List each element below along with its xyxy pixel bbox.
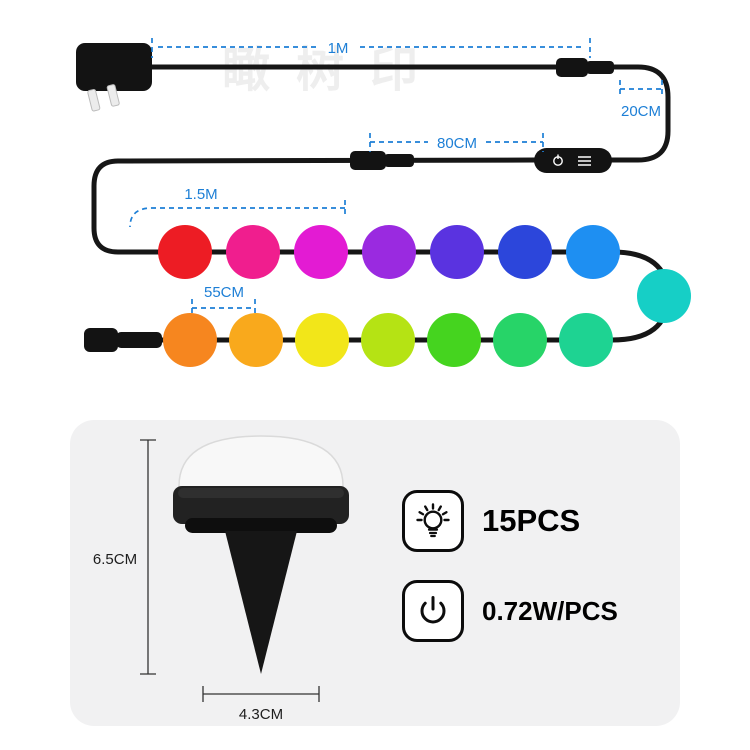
- rgb-controller: [534, 148, 612, 173]
- watermark-text: 瞰树印: [222, 44, 445, 97]
- spike-dimension-lines: [140, 439, 320, 702]
- spike-dimension-labels: 6.5CM 4.3CM: [93, 551, 283, 723]
- light-bulb: [226, 225, 280, 279]
- end-connector: [84, 328, 162, 352]
- power-label: 0.72W/PCS: [482, 595, 618, 626]
- label-width-4-3cm: 4.3CM: [239, 706, 283, 723]
- controller-buttons: [553, 154, 591, 166]
- spec-row-power: 0.72W/PCS: [402, 580, 618, 642]
- light-bulb: [566, 225, 620, 279]
- light-bulb: [361, 313, 415, 367]
- light-bulb: [295, 313, 349, 367]
- label-55cm: 55CM: [204, 284, 244, 301]
- power-icon-box: [402, 580, 464, 642]
- light-bulb: [427, 313, 481, 367]
- light-bulb: [498, 225, 552, 279]
- cord-connector-1: [556, 58, 614, 77]
- light-bulb: [163, 313, 217, 367]
- lamp-ring: [185, 518, 337, 533]
- quantity-label: 15PCS: [482, 503, 581, 538]
- label-80cm: 80CM: [437, 135, 477, 152]
- light-bulb: [637, 269, 691, 323]
- light-bulb: [294, 225, 348, 279]
- ground-spike-light-drawing: 6.5CM 4.3CM: [93, 435, 349, 723]
- lamp-dome: [178, 435, 344, 491]
- wires: [91, 64, 671, 343]
- label-1-5m: 1.5M: [184, 186, 217, 203]
- spec-list: 15PCS 0.72W/PCS: [402, 490, 618, 642]
- string-lights: [158, 225, 691, 367]
- cord-connector-2: [350, 151, 414, 170]
- label-1m: 1M: [328, 40, 349, 57]
- bulb-icon-box: [402, 490, 464, 552]
- bulb-icon: [416, 503, 450, 538]
- power-icon: [420, 596, 446, 624]
- label-20cm: 20CM: [621, 103, 661, 120]
- spike-light: [173, 435, 349, 674]
- spec-row-quantity: 15PCS: [402, 490, 618, 552]
- light-bulb: [559, 313, 613, 367]
- ground-spike: [225, 531, 297, 674]
- dimension-lines: [129, 38, 663, 316]
- spec-card: 6.5CM 4.3CM: [70, 420, 680, 726]
- light-bulb: [430, 225, 484, 279]
- label-height-6-5cm: 6.5CM: [93, 551, 137, 568]
- light-bulb: [158, 225, 212, 279]
- light-bulb: [493, 313, 547, 367]
- power-adapter: [76, 43, 152, 112]
- light-bulb: [362, 225, 416, 279]
- light-string-diagram: 1M 20CM 80CM 1.5M 55CM: [76, 38, 691, 367]
- cord-right-loop: [583, 64, 671, 163]
- light-bulb: [229, 313, 283, 367]
- dimension-labels: 1M 20CM 80CM 1.5M 55CM: [184, 40, 661, 301]
- us-plug-prongs: [87, 84, 120, 112]
- lamp-body-highlight: [178, 488, 344, 498]
